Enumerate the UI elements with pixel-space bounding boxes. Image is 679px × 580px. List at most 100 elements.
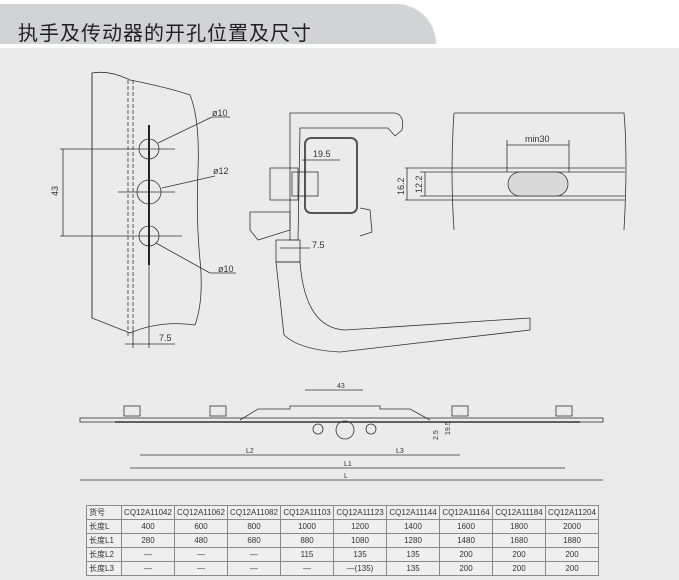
label-dim-19-5: 19.5 <box>313 149 331 159</box>
table-cell: 200 <box>492 561 546 576</box>
handle-neck <box>275 239 301 263</box>
sash-outline <box>91 71 202 334</box>
table-cell: 135 <box>386 561 440 576</box>
table-cell: — <box>174 547 228 562</box>
gear-body <box>239 405 431 421</box>
table-cell: 2000 <box>545 519 599 534</box>
table-header-cell: CQ12A11082 <box>227 505 281 520</box>
table-cell: 1600 <box>439 519 493 534</box>
label-l2: L2 <box>246 448 254 455</box>
table-header-cell: CQ12A11144 <box>386 505 440 520</box>
table-cell: 880 <box>280 533 334 548</box>
table-header-row: 货号 CQ12A11042 CQ12A11062 CQ12A11082 CQ12… <box>86 505 599 520</box>
label-l3: L3 <box>396 448 404 455</box>
label-l1: L1 <box>344 461 352 468</box>
label-l: L <box>344 473 348 480</box>
handle-base <box>269 167 299 201</box>
table-row: 长度L3 — — — — —(135) 135 200 200 200 <box>86 561 599 576</box>
table-cell: 200 <box>545 561 599 576</box>
gearbox <box>291 171 319 197</box>
label-dim-19-5-drive: 19.5 <box>445 421 452 435</box>
table-cell: 长度L <box>86 519 122 534</box>
label-dim-12-2: 12.2 <box>414 175 424 193</box>
table-cell: 400 <box>121 519 175 534</box>
header-tab: 执手及传动器的开孔位置及尺寸 <box>0 4 436 45</box>
table-cell: 1480 <box>439 533 493 548</box>
table-cell: 长度L2 <box>86 547 122 562</box>
table-cell: 长度L1 <box>86 533 122 548</box>
drawing-panel <box>0 48 679 580</box>
table-cell: — <box>121 561 175 576</box>
gear-screw-right <box>365 423 377 435</box>
label-hole-bottom: ø10 <box>218 264 234 274</box>
table-cell: 200 <box>439 561 493 576</box>
striker-2 <box>209 405 227 417</box>
page-title: 执手及传动器的开孔位置及尺寸 <box>18 21 312 45</box>
table-cell: 1000 <box>280 519 334 534</box>
table-cell: 800 <box>227 519 281 534</box>
table-cell: 1400 <box>386 519 440 534</box>
frame-profile <box>289 112 404 241</box>
striker-4 <box>555 405 573 417</box>
leader-mid <box>161 175 216 189</box>
handle-lever <box>275 261 531 353</box>
table-header-cell: CQ12A11042 <box>121 505 175 520</box>
label-dim-7-5-left: 7.5 <box>159 333 172 343</box>
table-header-cell: CQ12A11204 <box>545 505 599 520</box>
table-cell: 135 <box>386 547 440 562</box>
table-cell: 680 <box>227 533 281 548</box>
table-header-cell: 货号 <box>86 505 122 520</box>
table-cell: — <box>121 547 175 562</box>
table-cell: 480 <box>174 533 228 548</box>
steel-reinforcement <box>304 137 358 214</box>
table-cell: — <box>227 561 281 576</box>
table-header-cell: CQ12A11184 <box>492 505 546 520</box>
table-header-cell: CQ12A11123 <box>333 505 387 520</box>
table-cell: 135 <box>333 547 387 562</box>
table-cell: —(135) <box>333 561 387 576</box>
table-row: 长度L 400 600 800 1000 1200 1400 1600 1800… <box>86 519 599 534</box>
table-row: 长度L1 280 480 680 880 1080 1280 1480 1680… <box>86 533 599 548</box>
drawing-drive-gear <box>79 389 604 481</box>
label-dim-min30: min30 <box>525 134 550 144</box>
label-dim-43: 43 <box>50 186 60 196</box>
table-cell: 1880 <box>545 533 599 548</box>
table-cell: 115 <box>280 547 334 562</box>
table-cell: 1080 <box>333 533 387 548</box>
table-cell: 长度L3 <box>86 561 122 576</box>
table-cell: 1680 <box>492 533 546 548</box>
striker-1 <box>123 405 141 417</box>
spec-table: 货号 CQ12A11042 CQ12A11062 CQ12A11082 CQ12… <box>86 505 599 576</box>
table-cell: 1280 <box>386 533 440 548</box>
table-cell: 1200 <box>333 519 387 534</box>
table-cell: 200 <box>439 547 493 562</box>
label-dim-7-5-handle: 7.5 <box>312 240 325 250</box>
leader-top <box>157 116 213 144</box>
label-dim-16-2: 16.2 <box>396 177 406 195</box>
label-dim-43-drive: 43 <box>337 383 345 390</box>
gear-spindle <box>335 420 355 440</box>
striker-3 <box>451 405 469 417</box>
drawing-hole-positions <box>60 71 236 348</box>
drawing-slot <box>405 112 627 231</box>
table-cell: 1800 <box>492 519 546 534</box>
label-hole-middle: ø12 <box>213 166 229 176</box>
drawing-handle-section <box>249 112 531 353</box>
leader-bottom <box>155 242 211 274</box>
table-header-cell: CQ12A11103 <box>280 505 334 520</box>
label-dim-2-5: 2.5 <box>433 430 440 440</box>
table-cell: 280 <box>121 533 175 548</box>
table-row: 长度L2 — — — 115 135 135 200 200 200 <box>86 547 599 562</box>
table-cell: 200 <box>492 547 546 562</box>
slot-panel <box>451 112 627 231</box>
table-cell: — <box>280 561 334 576</box>
table-cell: 600 <box>174 519 228 534</box>
sash-lip <box>249 211 291 241</box>
table-cell: 200 <box>545 547 599 562</box>
label-hole-top: ø10 <box>212 108 228 118</box>
gear-screw-left <box>312 423 324 435</box>
table-header-cell: CQ12A11164 <box>439 505 493 520</box>
table-header-cell: CQ12A11062 <box>174 505 228 520</box>
slot-hole <box>507 171 569 197</box>
